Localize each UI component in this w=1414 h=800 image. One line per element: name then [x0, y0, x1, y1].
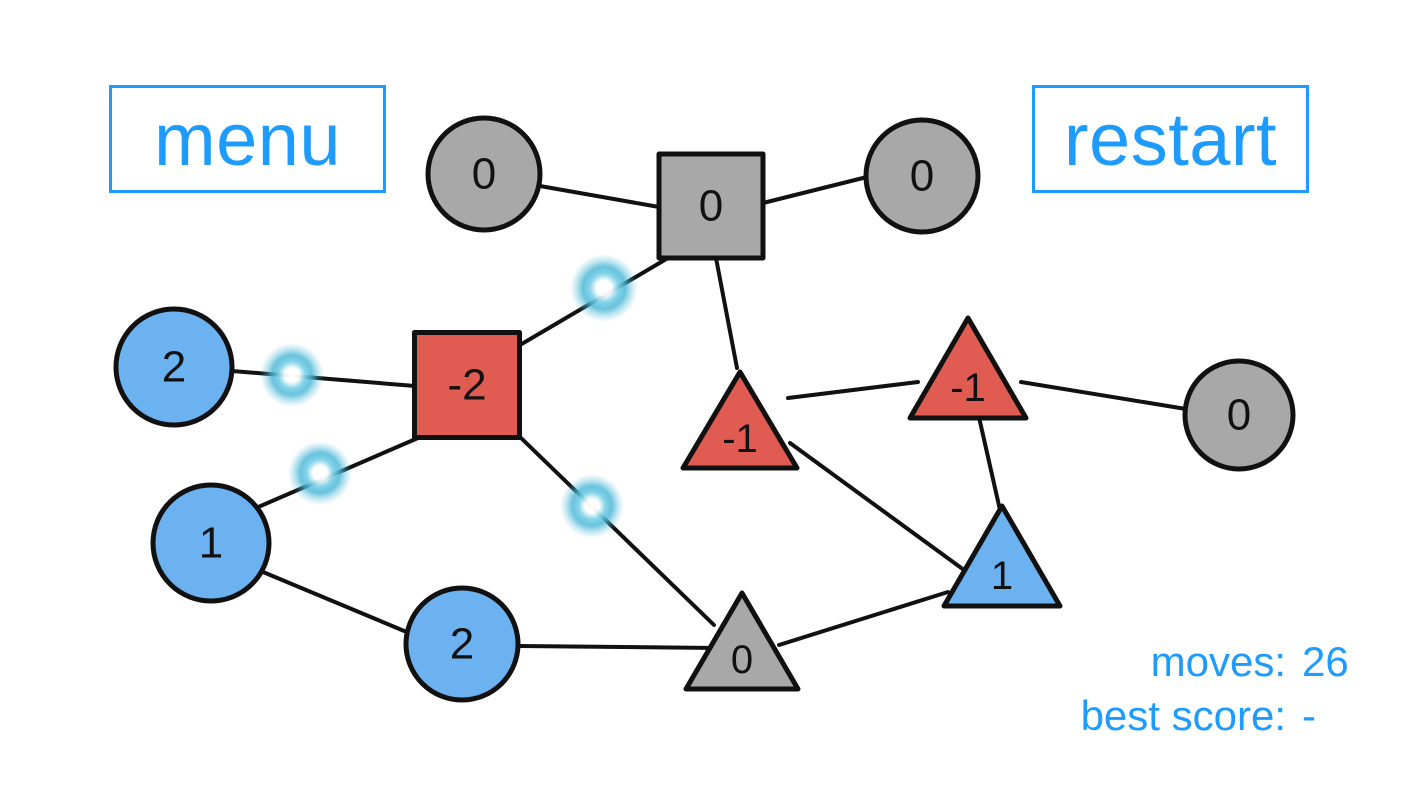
graph-node-t_red_left[interactable]: -1 — [680, 369, 800, 471]
node-shape-circle[interactable] — [403, 585, 521, 703]
moves-value: 26 — [1302, 638, 1349, 685]
graph-node-c_bot_two[interactable]: 2 — [403, 585, 521, 703]
graph-node-t_gray_zero[interactable]: 0 — [683, 590, 801, 692]
graph-node-c_top_left[interactable]: 0 — [425, 115, 543, 233]
graph-node-t_blue_one[interactable]: 1 — [941, 503, 1063, 609]
graph-edge[interactable] — [261, 570, 411, 635]
graph-node-c_left_two[interactable]: 2 — [113, 306, 235, 428]
graph-edge[interactable] — [518, 435, 716, 627]
graph-node-c_left_one[interactable]: 1 — [150, 482, 272, 604]
node-shape-triangle[interactable] — [680, 369, 800, 471]
graph-node-c_top_right[interactable]: 0 — [863, 117, 981, 235]
moves-label: moves: — [1150, 638, 1286, 685]
restart-button[interactable]: restart — [1032, 85, 1309, 193]
node-shape-triangle[interactable] — [941, 503, 1063, 609]
graph-edge[interactable] — [786, 380, 920, 400]
graph-node-c_right_zero[interactable]: 0 — [1182, 358, 1296, 472]
graph-edge[interactable] — [538, 184, 661, 209]
edge-glow-marker — [570, 254, 638, 322]
graph-edge[interactable] — [714, 256, 739, 370]
graph-edge[interactable] — [1019, 380, 1188, 411]
node-shape-square[interactable] — [656, 151, 766, 261]
score-panel: moves: 26 best score: - — [1081, 635, 1366, 743]
node-shape-circle[interactable] — [150, 482, 272, 604]
graph-edge[interactable] — [516, 644, 720, 650]
node-shape-triangle[interactable] — [683, 590, 801, 692]
node-shape-circle[interactable] — [1182, 358, 1296, 472]
node-shape-circle[interactable] — [425, 115, 543, 233]
edge-glow-marker — [560, 474, 624, 538]
graph-node-t_red_right[interactable]: -1 — [907, 315, 1029, 421]
edge-glow-marker — [288, 441, 352, 505]
glow-markers-layer — [260, 254, 638, 538]
node-shape-square[interactable] — [412, 330, 522, 440]
graph-edge[interactable] — [974, 402, 1002, 512]
graph-node-s_top_mid[interactable]: 0 — [656, 151, 766, 261]
menu-button[interactable]: menu — [109, 85, 386, 193]
graph-node-s_red_neg2[interactable]: -2 — [412, 330, 522, 440]
best-score-label: best score: — [1080, 691, 1286, 739]
node-shape-circle[interactable] — [863, 117, 981, 235]
best-score-value: - — [1302, 691, 1316, 739]
best-score-row: best score: - — [1081, 689, 1366, 743]
edge-glow-marker — [260, 343, 324, 407]
graph-edge[interactable] — [777, 590, 950, 647]
graph-edge[interactable] — [761, 175, 869, 205]
node-shape-circle[interactable] — [113, 306, 235, 428]
moves-row: moves: 26 — [1081, 635, 1366, 689]
graph-edge[interactable] — [788, 441, 977, 580]
node-shape-triangle[interactable] — [907, 315, 1029, 421]
